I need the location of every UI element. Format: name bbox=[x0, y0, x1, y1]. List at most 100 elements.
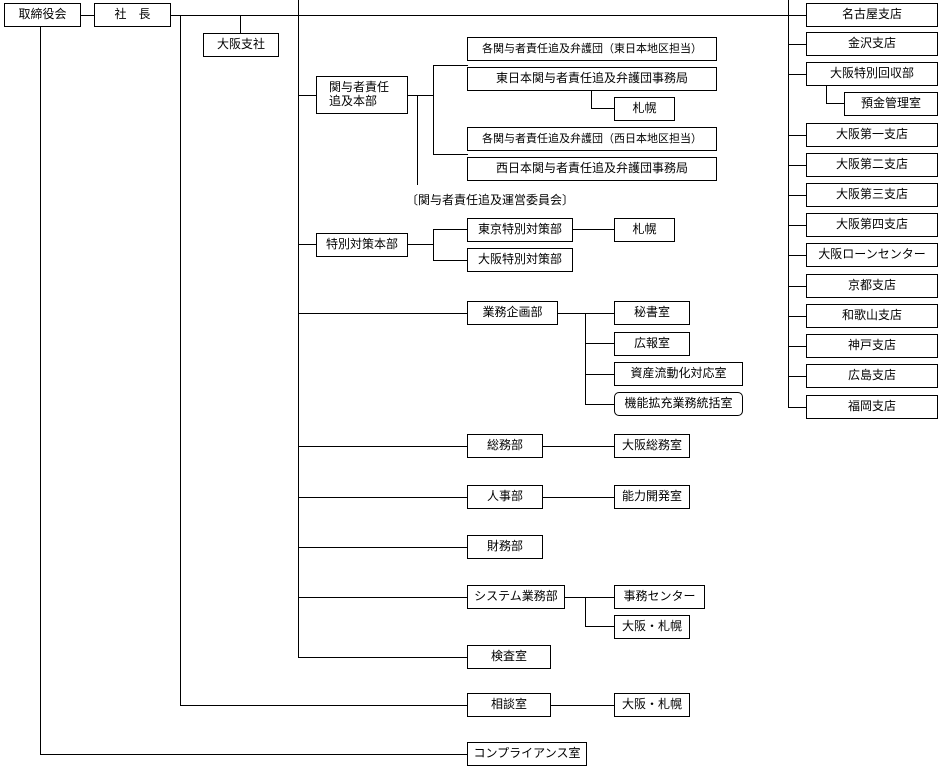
branch-box: 金沢支店 bbox=[806, 32, 938, 56]
dev-box: 能力開発室 bbox=[614, 485, 690, 509]
consultation-box: 相談室 bbox=[467, 693, 551, 717]
connector bbox=[407, 95, 434, 96]
connector bbox=[585, 374, 615, 375]
branch-box: 京都支店 bbox=[806, 274, 938, 298]
osaka-office-box: 大阪支社 bbox=[203, 33, 279, 57]
connector bbox=[298, 597, 468, 598]
connector bbox=[298, 95, 316, 96]
branch-box: 大阪第三支店 bbox=[806, 183, 938, 207]
systems-osaka-sapporo-box: 大阪・札幌 bbox=[614, 615, 690, 639]
hr-box: 人事部 bbox=[467, 485, 543, 509]
branch-box: 大阪第二支店 bbox=[806, 153, 938, 177]
osaka-special-box: 大阪特別対策部 bbox=[467, 248, 573, 272]
connector bbox=[298, 0, 299, 658]
connector bbox=[298, 497, 468, 498]
connector bbox=[417, 95, 418, 185]
branch-box: 神戸支店 bbox=[806, 334, 938, 358]
systems-box: システム業務部 bbox=[467, 585, 565, 609]
tokyo-special-box: 東京特別対策部 bbox=[467, 218, 573, 242]
liability-hq-line1: 関与者責任 bbox=[329, 80, 390, 95]
west-office-box: 西日本関与者責任追及弁護団事務局 bbox=[467, 157, 717, 181]
connector bbox=[433, 229, 434, 261]
branch-box: 名古屋支店 bbox=[806, 3, 938, 27]
connector bbox=[433, 260, 468, 261]
compliance-box: コンプライアンス室 bbox=[467, 742, 587, 766]
liability-sapporo-box: 札幌 bbox=[614, 97, 675, 121]
special-hq-box: 特別対策本部 bbox=[316, 233, 408, 257]
branch-box: 預金管理室 bbox=[844, 92, 938, 116]
pr-box: 広報室 bbox=[614, 332, 690, 356]
connector bbox=[585, 313, 586, 405]
connector bbox=[788, 0, 789, 408]
connector bbox=[788, 407, 807, 408]
connector bbox=[572, 229, 615, 230]
connector bbox=[433, 154, 468, 155]
east-office-box: 東日本関与者責任追及弁護団事務局 bbox=[467, 67, 717, 91]
branch-box: 大阪ローンセンター bbox=[806, 243, 938, 267]
osaka-general-affairs-box: 大阪総務室 bbox=[614, 434, 690, 458]
connector bbox=[542, 446, 615, 447]
connector bbox=[788, 135, 807, 136]
connector bbox=[407, 244, 434, 245]
west-team-box: 各関与者責任追及弁護団（西日本地区担当） bbox=[467, 127, 717, 151]
connector bbox=[542, 497, 615, 498]
connector bbox=[298, 547, 468, 548]
connector bbox=[788, 316, 807, 317]
branch-box: 大阪特別回収部 bbox=[806, 62, 938, 86]
connector bbox=[433, 65, 468, 66]
connector bbox=[557, 313, 615, 314]
connector bbox=[788, 286, 807, 287]
branch-box: 福岡支店 bbox=[806, 395, 938, 419]
special-sapporo-box: 札幌 bbox=[614, 218, 675, 242]
connector bbox=[585, 626, 615, 627]
connector bbox=[433, 65, 434, 155]
branch-box: 和歌山支店 bbox=[806, 304, 938, 328]
connector bbox=[40, 27, 41, 755]
connector bbox=[564, 597, 615, 598]
connector bbox=[788, 376, 807, 377]
function-box: 機能拡充業務統括室 bbox=[614, 392, 743, 416]
connector bbox=[433, 229, 468, 230]
board-box: 取締役会 bbox=[4, 3, 81, 27]
connector bbox=[591, 108, 615, 109]
connector bbox=[170, 15, 807, 16]
connector bbox=[788, 165, 807, 166]
liability-hq-box: 関与者責任 追及本部 bbox=[316, 76, 408, 114]
committee-label: 〔関与者責任追及運営委員会〕 bbox=[406, 193, 575, 207]
planning-dept-box: 業務企画部 bbox=[467, 301, 558, 325]
branch-box: 広島支店 bbox=[806, 364, 938, 388]
asset-box: 資産流動化対応室 bbox=[614, 362, 743, 386]
connector bbox=[788, 225, 807, 226]
connector bbox=[298, 313, 468, 314]
finance-box: 財務部 bbox=[467, 535, 543, 559]
connector bbox=[585, 597, 586, 627]
connector bbox=[788, 195, 807, 196]
president-box: 社 長 bbox=[94, 3, 171, 27]
connector bbox=[788, 255, 807, 256]
connector bbox=[180, 705, 468, 706]
connector bbox=[298, 446, 468, 447]
general-affairs-box: 総務部 bbox=[467, 434, 543, 458]
east-team-box: 各関与者責任追及弁護団（東日本地区担当） bbox=[467, 37, 717, 61]
branch-box: 大阪第一支店 bbox=[806, 123, 938, 147]
connector bbox=[591, 91, 592, 109]
connector bbox=[298, 657, 468, 658]
branch-box: 大阪第四支店 bbox=[806, 213, 938, 237]
connector bbox=[788, 346, 807, 347]
audit-box: 検査室 bbox=[467, 645, 551, 669]
connector bbox=[788, 74, 807, 75]
connector bbox=[826, 103, 845, 104]
connector bbox=[585, 404, 615, 405]
connector bbox=[298, 244, 316, 245]
secretary-box: 秘書室 bbox=[614, 301, 690, 325]
connector bbox=[40, 754, 468, 755]
connector bbox=[180, 15, 181, 706]
connector bbox=[826, 86, 827, 104]
connector bbox=[80, 15, 94, 16]
liability-hq-line2: 追及本部 bbox=[329, 94, 378, 108]
connector bbox=[585, 343, 615, 344]
consultation-osaka-sapporo-box: 大阪・札幌 bbox=[614, 693, 690, 717]
connector bbox=[788, 44, 807, 45]
center-box: 事務センター bbox=[614, 585, 705, 609]
connector bbox=[240, 15, 241, 34]
